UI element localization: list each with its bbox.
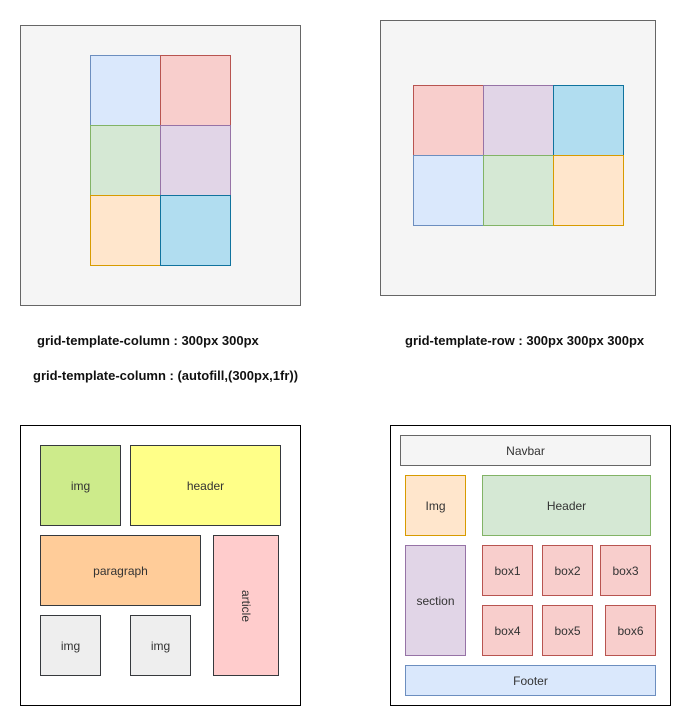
layout-two-section: section [405, 545, 466, 656]
row-grid-cell-3 [553, 85, 624, 156]
layout-one-header: header [130, 445, 281, 526]
row-grid-cell-1 [413, 85, 484, 156]
row-grid-cell-4 [413, 155, 484, 226]
layout-one-panel: img header paragraph article img img [20, 425, 301, 706]
layout-two-box3: box3 [600, 545, 651, 596]
layout-one-article: article [213, 535, 279, 676]
caption-grid-template-column-autofill: grid-template-column : (autofill,(300px,… [33, 368, 299, 383]
column-grid-cell-2 [160, 55, 231, 126]
column-grid-cell-1 [90, 55, 161, 126]
layout-two-footer: Footer [405, 665, 656, 696]
column-grid-cell-4 [160, 125, 231, 196]
layout-two-box4: box4 [482, 605, 533, 656]
caption-grid-template-row: grid-template-row : 300px 300px 300px [405, 333, 645, 348]
column-grid-panel [20, 25, 301, 306]
row-grid-panel [380, 20, 656, 296]
row-grid-cell-2 [483, 85, 554, 156]
column-grid-cell-6 [160, 195, 231, 266]
column-grid-cell-5 [90, 195, 161, 266]
layout-one-img-top: img [40, 445, 121, 526]
row-grid-cell-6 [553, 155, 624, 226]
layout-one-img-bottom-left: img [40, 615, 101, 676]
layout-one-img-bottom-right: img [130, 615, 191, 676]
layout-two-box1: box1 [482, 545, 533, 596]
layout-two-panel: Navbar Img Header section box1 box2 box3… [390, 425, 671, 706]
layout-two-box5: box5 [542, 605, 593, 656]
layout-two-box6: box6 [605, 605, 656, 656]
row-grid-cell-5 [483, 155, 554, 226]
column-grid-cell-3 [90, 125, 161, 196]
layout-two-navbar: Navbar [400, 435, 651, 466]
layout-one-paragraph: paragraph [40, 535, 201, 606]
caption-grid-template-column: grid-template-column : 300px 300px [37, 333, 259, 348]
layout-two-img: Img [405, 475, 466, 536]
layout-two-header: Header [482, 475, 651, 536]
layout-two-box2: box2 [542, 545, 593, 596]
